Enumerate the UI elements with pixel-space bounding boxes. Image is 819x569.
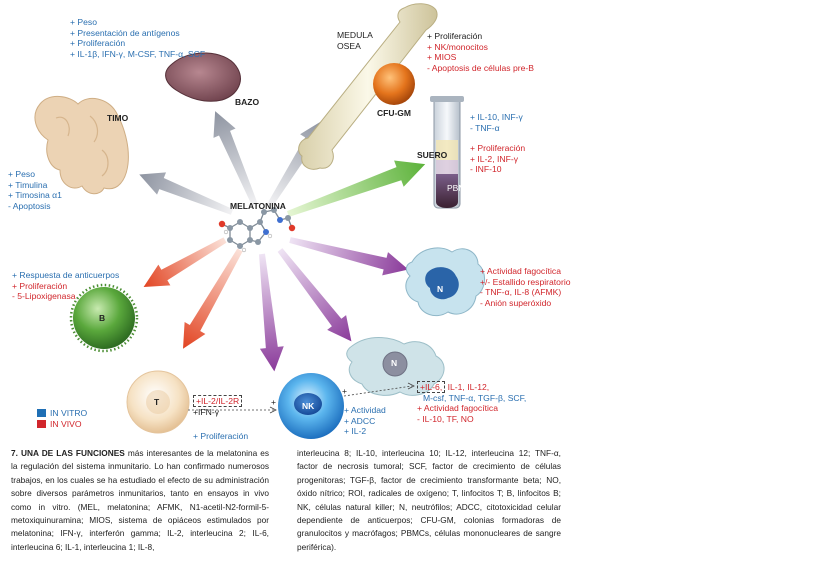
spleen-icon: [165, 52, 241, 102]
arrow-to-bcell: [143, 237, 227, 287]
medula-effects: + Proliferación + NK/monocitos + MIOS - …: [427, 31, 534, 73]
timo-effect: - Apoptosis: [8, 200, 51, 211]
nk-effect: + ADCC: [344, 415, 376, 426]
neutrophil-effect: - Anión superóxido: [480, 297, 552, 308]
tcell-il2: +IL-2/IL-2R: [193, 395, 243, 407]
nk-effects: + Actividad + ADCC + IL-2: [344, 405, 386, 437]
medula-label: MEDULA OSEA: [337, 30, 373, 51]
legend-in-vitro: IN VITRO: [50, 408, 88, 418]
suero-effect: - INF-10: [470, 164, 502, 175]
bazo-effect: + Presentación de antígenos: [70, 27, 180, 38]
suero-effects-red: + Proliferación + IL-2, INF-γ - INF-10: [470, 143, 525, 175]
arrow-to-suero: [286, 160, 426, 217]
cfu-gm-label: CFU-GM: [377, 108, 411, 118]
bazo-effect: + IL-1β, IFN-γ, M-CSF, TNF-α, SCF: [70, 48, 206, 59]
tcell-ifn: +IFN-γ: [193, 407, 220, 417]
neutrophil-top-effects: + Actividad fagocítica +/- Estallido res…: [480, 266, 571, 308]
medula-effect: + NK/monocitos: [427, 41, 488, 52]
legend-in-vivo-swatch: [37, 419, 46, 428]
thymus-icon: [34, 96, 129, 195]
connector-nk-to-neutrophil: [343, 385, 413, 397]
suero-effects-blue: + IL-10, INF-γ - TNF-α: [470, 112, 523, 133]
tcell-label: T: [154, 397, 160, 407]
suero-effect: - TNF-α: [470, 122, 500, 133]
bcell-effect: - 5-Lipoxigenasa: [12, 291, 76, 302]
nk-cell-icon: [278, 373, 344, 439]
bazo-label: BAZO: [235, 97, 260, 107]
medula-effect: + Proliferación: [427, 31, 483, 41]
nk-effect: + Actividad: [344, 405, 386, 415]
bcell-label: B: [99, 313, 106, 323]
arrow-to-neutrophil-top: [289, 237, 409, 276]
nk-label: NK: [302, 401, 315, 411]
bazo-effect: + Proliferación: [70, 38, 126, 49]
bcell-effect: + Respuesta de anticuerpos: [12, 270, 120, 280]
bazo-effects: + Peso + Presentación de antígenos + Pro…: [70, 17, 205, 59]
neutrophil-effect: - TNF-α, IL-8 (AFMK): [480, 287, 562, 298]
arrow-to-neutrophil-bottom: [277, 248, 352, 342]
test-tube-icon: [430, 96, 464, 209]
bcell-effect: + Proliferación: [12, 280, 68, 291]
neutrophil-top-label: N: [437, 284, 444, 294]
caption-left-text: más interesantes de la melatonina es la …: [11, 448, 269, 552]
t-cell-icon: [126, 370, 190, 434]
bcell-effects: + Respuesta de anticuerpos + Proliferaci…: [12, 270, 119, 302]
arrow-to-tcell: [183, 248, 243, 349]
timo-label: TIMO: [107, 113, 129, 123]
timo-effect: + Timosina α1: [8, 190, 62, 201]
legend-in-vitro-swatch: [37, 409, 46, 417]
pbmc-label: PBMCs: [447, 183, 476, 193]
bazo-effect: + Peso: [70, 17, 97, 27]
caption-right: interleucina 8; IL-10, interleucina 10; …: [297, 448, 561, 552]
melatonin-label: MELATONINA: [230, 201, 286, 211]
timo-effects: + Peso + Timulina + Timosina α1 - Apopto…: [8, 169, 62, 211]
melatonin-atoms: [218, 207, 296, 253]
tcell-nk-plus: +: [271, 397, 277, 407]
timo-effect: + Timulina: [8, 179, 48, 190]
bone-icon: [298, 3, 438, 170]
arrow-to-bazo: [213, 111, 258, 207]
neutrophil-effect: + Actividad fagocítica: [480, 266, 561, 276]
caption-title: 7. UNA DE LAS FUNCIONES: [11, 448, 125, 458]
medula-effect: + MIOS: [427, 52, 457, 63]
medula-effect: - Apoptosis de células pre-B: [427, 62, 535, 73]
suero-effect: + IL-10, INF-γ: [470, 112, 523, 122]
tcell-proliferation: + Proliferación: [193, 431, 249, 441]
timo-effect: + Peso: [8, 169, 35, 179]
suero-label: SUERO: [417, 150, 448, 160]
neutrophil-bottom-label: N: [391, 358, 398, 368]
arrow-to-nk: [259, 253, 284, 372]
suero-effect: + IL-2, INF-γ: [470, 153, 518, 164]
neutrophil-bottom-effects: +IL-6, IL-1, IL-12, M-csf, TNF-α, TGF-β,…: [417, 381, 527, 424]
suero-effect: + Proliferación: [470, 143, 526, 153]
legend-in-vivo: IN VIVO: [50, 418, 82, 429]
cfu-gm-cell-icon: [373, 63, 415, 105]
legend: IN VITRO IN VIVO: [37, 408, 87, 429]
nk-effect: + IL-2: [344, 426, 367, 437]
neutrophil-effect: +/- Estallido respiratorio: [480, 276, 571, 287]
b-cell-icon: [69, 283, 139, 353]
nk-neutrophil-plus: +: [342, 386, 348, 396]
caption-left: 7. UNA DE LAS FUNCIONES más interesantes…: [11, 447, 269, 554]
arrow-to-timo: [139, 172, 234, 215]
